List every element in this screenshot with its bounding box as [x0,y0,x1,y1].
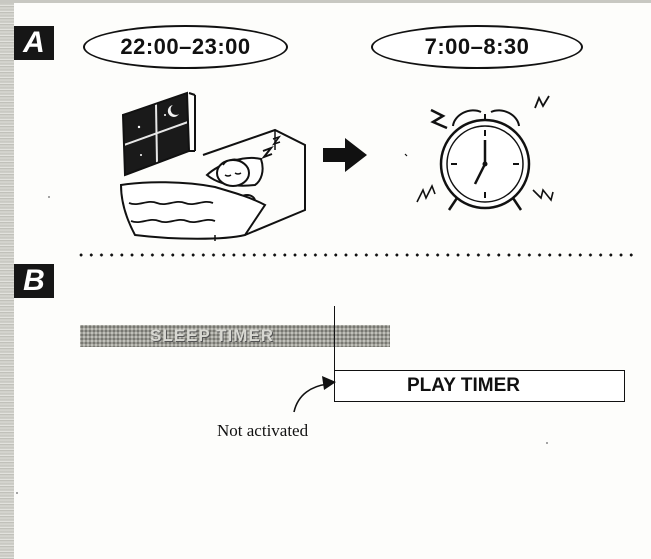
window-icon [123,93,195,175]
play-timer-bar: PLAY TIMER [334,370,625,402]
sleep-time-bubble: 22:00–23:00 [83,25,288,69]
page-top-edge [0,0,651,3]
page-edge [0,0,14,559]
section-a-badge: A [14,26,54,60]
not-activated-note: Not activated [217,421,308,441]
alarm-clock-icon [395,90,585,230]
sleep-timer-bar: SLEEP TIMER [80,325,390,347]
dotted-divider [76,253,636,257]
right-arrow-icon [323,138,367,172]
section-b-badge: B [14,264,54,298]
speck [546,442,548,444]
sleeping-person-icon [115,85,315,245]
speck [48,196,50,198]
pointer-arrow-icon [290,366,340,416]
speck [16,492,18,494]
wake-time-bubble: 7:00–8:30 [371,25,583,69]
sleep-timer-label: SLEEP TIMER [150,325,274,347]
play-timer-label: PLAY TIMER [407,371,520,401]
